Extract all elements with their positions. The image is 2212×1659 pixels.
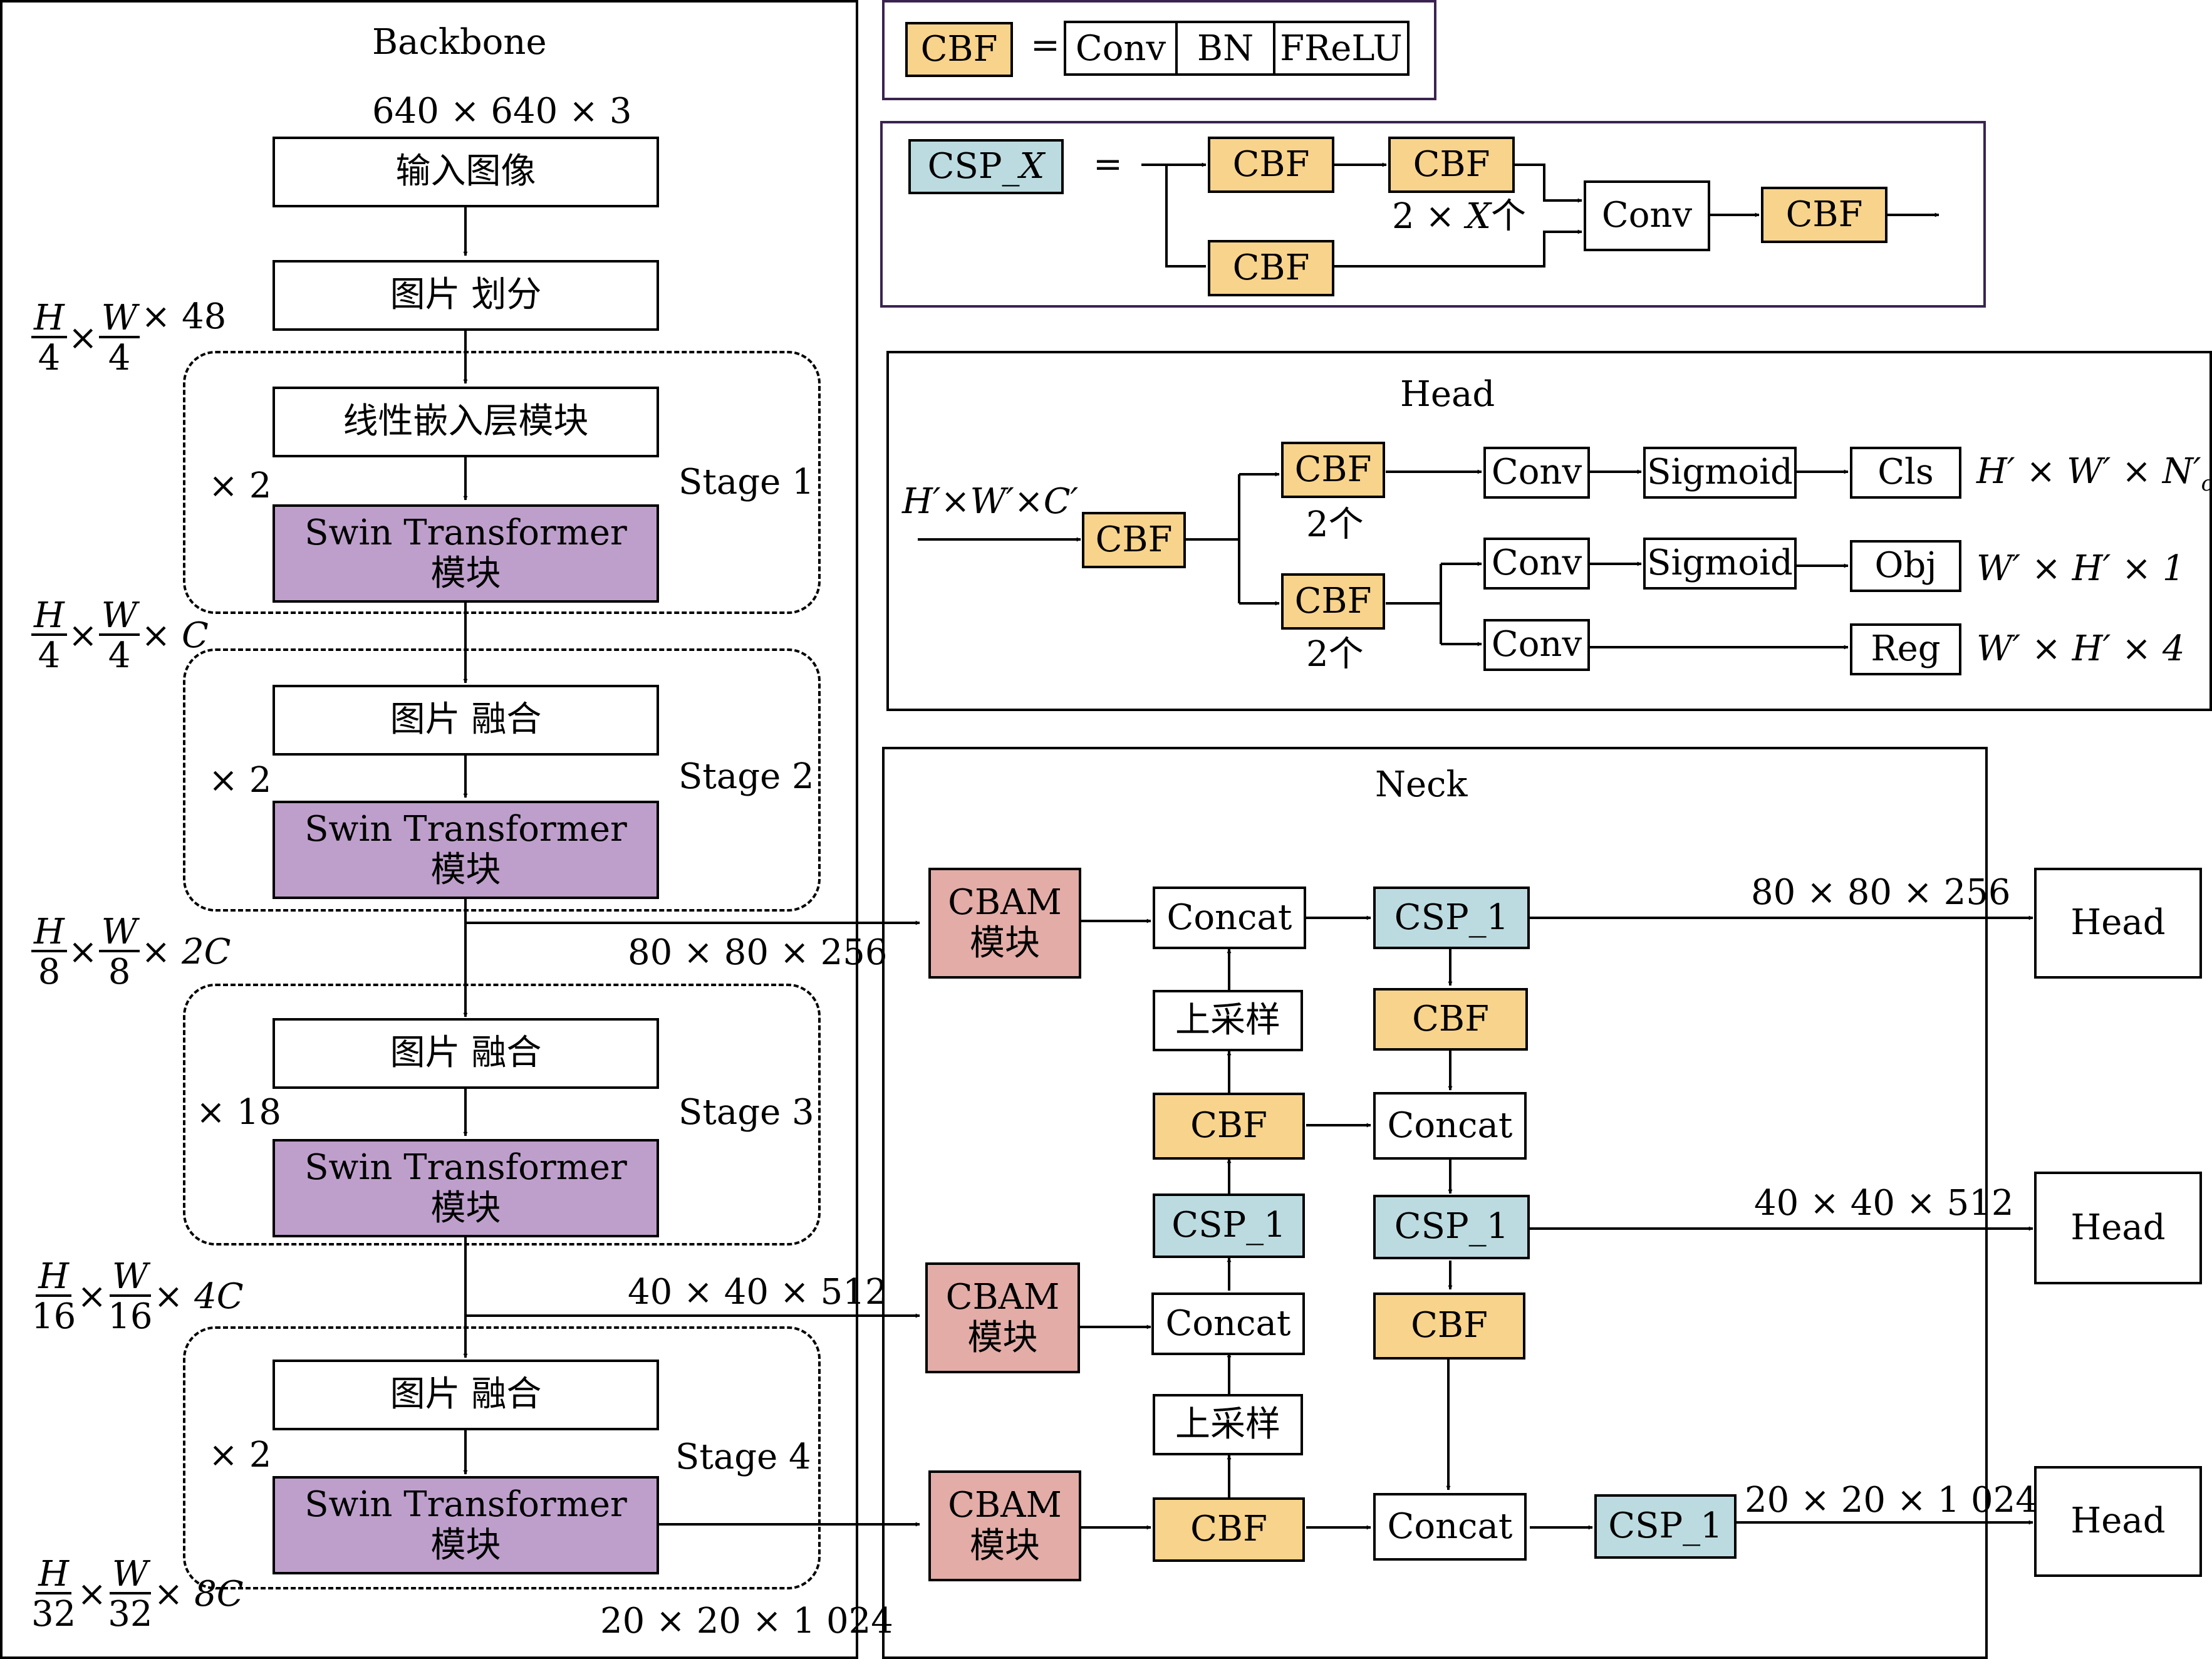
cbf-legend-panel [882, 0, 1436, 100]
bn-cell: BN [1175, 21, 1275, 76]
neck-cbf-4: CBF [1373, 1292, 1525, 1360]
conv-cell: Conv [1064, 21, 1178, 76]
neck-upsample-1: 上采样 [1153, 990, 1303, 1051]
neck-out-size-2: 40 × 40 × 512 [1754, 1183, 2014, 1224]
neck-cbf-2: CBF [1153, 1497, 1305, 1562]
stage-3-group [183, 984, 821, 1246]
backbone-title: Backbone [372, 22, 547, 63]
csp-legend-cbf-1: CBF [1208, 137, 1334, 193]
neck-csp1-3: CSP_1 [1373, 1195, 1530, 1259]
head-cbf-cls-repeat: 2个 [1306, 504, 1364, 545]
neck-csp1-4: CSP_1 [1594, 1494, 1737, 1559]
csp-repeat-note: 2 × X个 [1392, 196, 1527, 237]
head-reg-dim: W′ × H′ × 4 [1976, 628, 2185, 669]
neck-out-size-1: 80 × 80 × 256 [1751, 872, 2011, 913]
cbf-legend-equals: = [1031, 25, 1060, 66]
backbone-panel [0, 0, 858, 1659]
neck-csp1-2: CSP_1 [1373, 887, 1530, 949]
head-cls-dim: H′ × W′ × N′cls [1976, 451, 2212, 497]
neck-concat-1: Concat [1153, 887, 1306, 949]
backbone-out-size-1: 80 × 80 × 256 [628, 932, 888, 973]
head-cbf-input: CBF [1082, 512, 1186, 568]
csp-legend-conv: Conv [1584, 180, 1710, 251]
stage-4-group [183, 1326, 821, 1589]
head-cls-output: Cls [1850, 447, 1961, 499]
csp-legend-cbf-4: CBF [1761, 187, 1887, 243]
backbone-out-size-2: 40 × 40 × 512 [628, 1272, 888, 1313]
head-sigmoid-obj: Sigmoid [1643, 538, 1797, 590]
neck-title: Neck [1375, 764, 1468, 805]
patch-merging-box-3: 图片 融合 [273, 1018, 659, 1089]
neck-out-size-3: 20 × 20 × 1 024 [1745, 1480, 2038, 1521]
head-obj-output: Obj [1850, 540, 1961, 592]
stage-1-repeat: × 2 [209, 465, 272, 506]
head-cbf-cls-branch: CBF [1281, 442, 1385, 498]
patch-merging-box-2: 图片 融合 [273, 685, 659, 756]
stage-1-label: Stage 1 [678, 462, 814, 502]
head-conv-obj: Conv [1483, 538, 1590, 590]
neck-cbf-3: CBF [1373, 988, 1528, 1051]
stage-2-group [183, 648, 821, 912]
head-output-2: Head [2034, 1172, 2202, 1284]
csp-legend-equals: = [1093, 144, 1123, 185]
stage-4-label: Stage 4 [675, 1437, 811, 1477]
stage-4-repeat: × 2 [209, 1435, 272, 1475]
neck-upsample-2: 上采样 [1153, 1394, 1303, 1455]
stage-1-group [183, 351, 821, 614]
head-conv-cls: Conv [1483, 447, 1590, 499]
frelu-cell: FReLU [1273, 21, 1410, 76]
head-sigmoid-cls: Sigmoid [1643, 447, 1797, 499]
csp-legend-panel [880, 121, 1986, 308]
head-cbf-reg-branch: CBF [1281, 573, 1385, 630]
stage-2-label: Stage 2 [678, 756, 814, 797]
head-cbf-reg-repeat: 2个 [1306, 634, 1364, 675]
neck-csp1-1: CSP_1 [1153, 1194, 1305, 1258]
csp-x-legend-box: CSP_X [908, 139, 1064, 194]
stage-3-repeat: × 18 [196, 1092, 281, 1133]
stage-3-label: Stage 3 [678, 1092, 814, 1133]
csp-legend-cbf-2: CBF [1388, 137, 1515, 193]
neck-concat-3: Concat [1373, 1092, 1527, 1160]
head-input-size: H′×W′×C′ [902, 481, 1079, 522]
linear-embedding-box: 线性嵌入层模块 [273, 387, 659, 457]
head-output-3: Head [2034, 1466, 2202, 1577]
input-image-box: 输入图像 [273, 137, 659, 207]
neck-concat-2: Concat [1151, 1292, 1305, 1355]
csp-legend-cbf-3: CBF [1208, 240, 1334, 296]
cbf-legend-box: CBF [905, 22, 1013, 77]
stage-2-repeat: × 2 [209, 760, 272, 801]
head-title: Head [1400, 374, 1495, 415]
head-reg-output: Reg [1850, 623, 1961, 675]
neck-concat-4: Concat [1373, 1493, 1527, 1561]
head-panel [886, 351, 2212, 711]
input-size-label: 640 × 640 × 3 [372, 91, 632, 132]
backbone-out-size-3: 20 × 20 × 1 024 [600, 1601, 893, 1641]
head-output-1: Head [2034, 868, 2202, 979]
patch-partition-box: 图片 划分 [273, 260, 659, 331]
head-conv-reg: Conv [1483, 619, 1590, 671]
neck-panel [882, 747, 1988, 1659]
neck-cbf-1: CBF [1153, 1093, 1305, 1160]
head-obj-dim: W′ × H′ × 1 [1976, 548, 2185, 589]
patch-merging-box-4: 图片 融合 [273, 1360, 659, 1430]
